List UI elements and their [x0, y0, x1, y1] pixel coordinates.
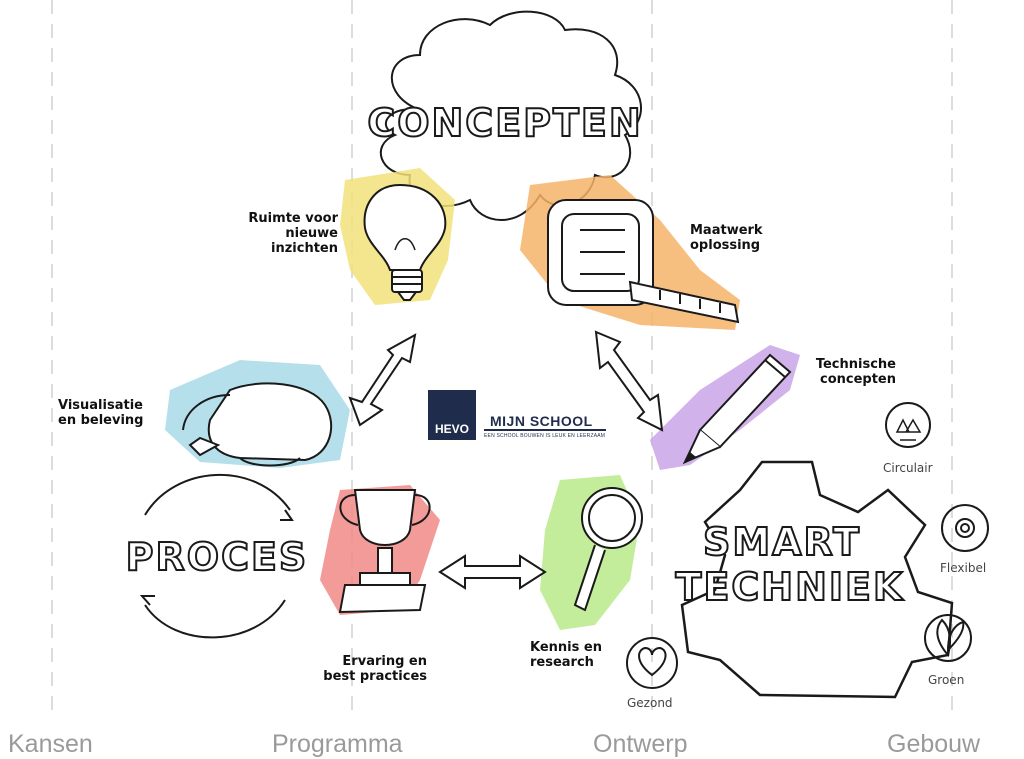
- label-kennis: Kennis en research: [530, 640, 602, 670]
- proces-loop: [139, 473, 294, 639]
- trophy-icon: [338, 489, 431, 614]
- lightbulb-icon: [363, 183, 447, 301]
- heart-icon: [626, 637, 678, 689]
- label-maatwerk-line2: oplossing: [690, 238, 761, 253]
- label-ruimte: Ruimte voor nieuwe inzichten: [228, 211, 338, 256]
- label-ruimte-line1: Ruimte voor: [248, 211, 338, 226]
- label-ervaring-line1: Ervaring en: [342, 654, 427, 669]
- label-ervaring-line2: best practices: [323, 669, 427, 684]
- phase-ontwerp: Ontwerp: [593, 730, 688, 758]
- phase-gebouw: Gebouw: [887, 730, 981, 758]
- circulair-caption: Circulair: [883, 461, 933, 475]
- tape-measure-icon: [547, 199, 740, 324]
- groen-caption: Groen: [928, 673, 965, 687]
- gezond-caption: Gezond: [627, 696, 673, 710]
- smart-title: SMART: [703, 520, 861, 564]
- label-visualisatie-line1: Visualisatie: [58, 398, 143, 413]
- magnifier-icon: [573, 487, 643, 612]
- vr-headset-icon: [182, 382, 333, 467]
- techniek-title: TECHNIEK: [676, 565, 905, 609]
- label-technische-line2: concepten: [819, 372, 896, 387]
- logo-tagline: EEN SCHOOL BOUWEN IS LEUK EN LEERZAAM: [484, 433, 606, 439]
- label-ervaring: Ervaring en best practices: [315, 654, 427, 684]
- label-technische: Technische concepten: [806, 357, 896, 387]
- label-maatwerk: Maatwerk oplossing: [690, 223, 763, 253]
- pencil-icon: [682, 353, 792, 465]
- phase-kansen: Kansen: [8, 730, 93, 758]
- recycle-icon: [885, 402, 931, 448]
- proces-title: PROCES: [126, 535, 309, 579]
- arrows: [348, 330, 664, 590]
- gear-shape: [680, 460, 954, 699]
- leaf-icon: [924, 614, 972, 662]
- label-visualisatie: Visualisatie en beleving: [58, 398, 143, 428]
- gear-icon: [941, 504, 989, 552]
- label-maatwerk-line1: Maatwerk: [690, 223, 763, 238]
- label-ruimte-line2: nieuwe inzichten: [271, 226, 338, 256]
- label-kennis-line2: research: [530, 655, 594, 670]
- mijn-school-title: MIJN SCHOOL: [490, 413, 593, 429]
- hevo-logo: HEVO: [428, 390, 476, 440]
- concepten-title: CONCEPTEN: [367, 101, 642, 145]
- phase-programma: Programma: [272, 730, 403, 758]
- label-technische-line1: Technische: [815, 357, 896, 372]
- hevo-logo-text: HEVO: [434, 422, 469, 436]
- flexibel-caption: Flexibel: [940, 561, 987, 575]
- label-kennis-line1: Kennis en: [530, 640, 602, 655]
- logo-rule: [484, 429, 606, 431]
- label-visualisatie-line2: en beleving: [58, 413, 144, 428]
